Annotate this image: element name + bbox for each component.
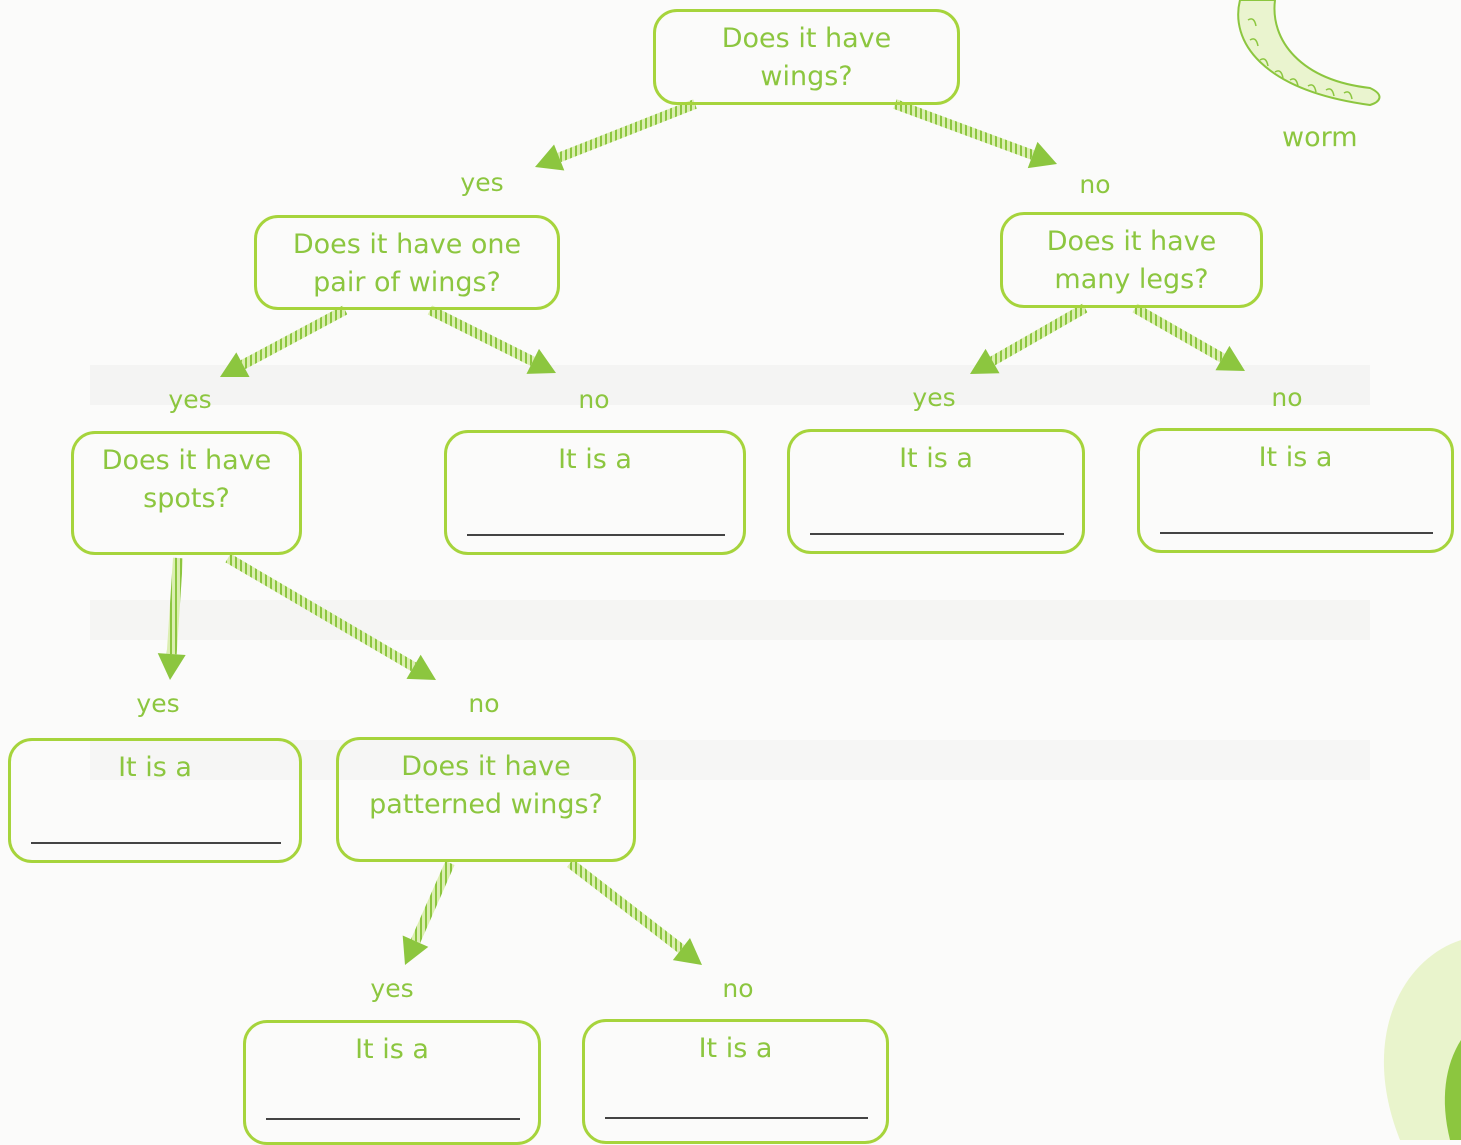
answer-text: It is a xyxy=(118,752,192,783)
arrow-shaft xyxy=(566,859,685,954)
question-text: Does it have wings? xyxy=(721,23,892,92)
arrow-head xyxy=(535,144,565,171)
question-text: Does it have one pair of wings? xyxy=(292,229,522,298)
answer-box-spots: It is a xyxy=(8,738,302,863)
arrow-shaft xyxy=(240,305,348,370)
arrow-head xyxy=(1027,141,1057,169)
arrow-head xyxy=(220,352,250,378)
corner-decoration xyxy=(1383,940,1461,1140)
answer-box-plain-wings: It is a xyxy=(582,1019,889,1144)
answer-box-many-legs: It is a xyxy=(787,429,1085,554)
answer-blank-line[interactable] xyxy=(810,533,1064,535)
question-node-many-legs: Does it have many legs? xyxy=(1000,212,1263,308)
question-text: Does it have patterned wings? xyxy=(369,751,603,820)
answer-blank-line[interactable] xyxy=(605,1117,868,1119)
question-node-spots: Does it have spots? xyxy=(71,431,302,555)
branch-label-no: no xyxy=(1079,170,1111,199)
question-node-wings: Does it have wings? xyxy=(653,9,960,105)
branch-label-yes: yes xyxy=(370,974,414,1003)
arrow-head xyxy=(402,935,429,965)
arrow-shaft xyxy=(427,305,535,366)
arrow-shaft xyxy=(557,99,697,163)
answer-blank-line[interactable] xyxy=(467,534,725,536)
worm-caption: worm xyxy=(1282,122,1358,153)
answer-text: It is a xyxy=(899,443,973,474)
branch-label-yes: yes xyxy=(168,385,212,414)
branch-label-yes: yes xyxy=(912,383,956,412)
arrow-head xyxy=(406,654,436,680)
worm-icon xyxy=(1237,0,1381,107)
arrow-head xyxy=(157,653,186,680)
branch-label-no: no xyxy=(468,689,500,718)
answer-text: It is a xyxy=(698,1033,773,1064)
question-text: Does it have spots? xyxy=(101,445,272,514)
question-node-one-pair-wings: Does it have one pair of wings? xyxy=(254,215,560,310)
arrow-head xyxy=(672,938,702,965)
answer-blank-line[interactable] xyxy=(31,842,281,844)
arrow-shaft xyxy=(893,99,1035,160)
arrow-head xyxy=(1215,345,1245,371)
branch-label-no: no xyxy=(1271,383,1303,412)
arrow-head xyxy=(526,348,556,374)
branch-label-no: no xyxy=(578,385,610,414)
arrow-shaft xyxy=(990,303,1088,366)
question-text: Does it have many legs? xyxy=(1046,226,1217,295)
arrow-shaft xyxy=(1132,303,1225,363)
arrow-shaft xyxy=(410,860,455,944)
branch-label-yes: yes xyxy=(460,168,504,197)
branch-label-yes: yes xyxy=(136,689,180,718)
answer-box-no-one-pair: It is a xyxy=(444,430,746,555)
arrow-head xyxy=(970,348,1000,374)
answer-blank-line[interactable] xyxy=(266,1118,520,1120)
arrow-shaft xyxy=(166,557,183,655)
branch-label-no: no xyxy=(722,974,754,1003)
answer-text: It is a xyxy=(558,444,632,475)
answer-box-few-legs: It is a xyxy=(1137,428,1454,553)
question-node-patterned-wings: Does it have patterned wings? xyxy=(336,737,636,862)
arrow-shaft xyxy=(225,553,417,672)
answer-blank-line[interactable] xyxy=(1160,532,1433,534)
answer-text: It is a xyxy=(1258,442,1333,473)
answer-text: It is a xyxy=(355,1034,429,1065)
answer-box-patterned-wings: It is a xyxy=(243,1020,541,1145)
